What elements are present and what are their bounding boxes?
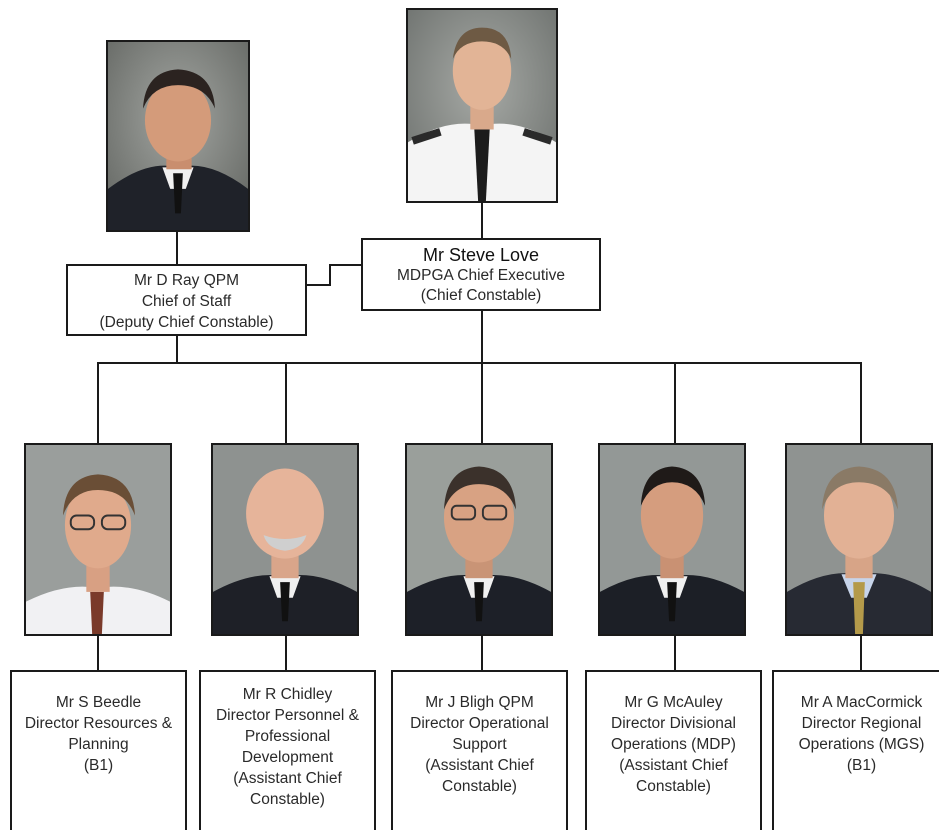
director-name: Mr R Chidley [242, 686, 333, 703]
portrait-director-5 [785, 443, 933, 636]
connector-photo-box-3 [481, 634, 483, 672]
chief-executive-title-line: MDPGA Chief Executive [397, 267, 565, 284]
portrait-director-2 [211, 443, 359, 636]
director-title-line: Director Operational [410, 715, 549, 732]
connector-top-deputy-v [329, 264, 331, 285]
director-title-line: (B1) [83, 757, 114, 774]
connector-top-down [481, 309, 483, 363]
connector-photo-box-1 [97, 634, 99, 672]
chief-of-staff-title-line: Chief of Staff [141, 293, 232, 310]
director-title-line: Director Resources & [24, 715, 173, 732]
portrait-chief-of-staff [106, 40, 250, 232]
connector-drop-2 [285, 362, 287, 444]
connector-drop-4 [674, 362, 676, 444]
director-title-line: Constable) [442, 778, 517, 795]
chief-of-staff-name: Mr D Ray QPM [133, 272, 240, 289]
chief-executive-box: Mr Steve Love MDPGA Chief Executive (Chi… [361, 238, 601, 311]
portrait-director-1 [24, 443, 172, 636]
connector-deputy-photo [176, 230, 178, 266]
director-title-line: Development [241, 749, 334, 766]
director-title-line: Constable) [636, 778, 711, 795]
director-title-line: Operations (MDP) [611, 736, 736, 753]
director-box-5: Mr A MacCormick Director Regional Operat… [772, 670, 939, 830]
portrait-director-3 [405, 443, 553, 636]
director-box-2: Mr R Chidley Director Personnel & Profes… [199, 670, 376, 830]
director-title-line: Professional [244, 728, 331, 745]
director-title-line: (B1) [846, 757, 877, 774]
connector-deputy-down [176, 334, 178, 363]
connector-drop-1 [97, 362, 99, 444]
director-title-line: Director Divisional [611, 715, 736, 732]
chief-of-staff-box: Mr D Ray QPM Chief of Staff (Deputy Chie… [66, 264, 307, 336]
director-name: Mr J Bligh QPM [425, 694, 534, 711]
director-title-line: (Assistant Chief [619, 757, 728, 774]
connector-drop-3 [481, 362, 483, 444]
connector-photo-box-2 [285, 634, 287, 672]
director-title-line: Support [452, 736, 507, 753]
director-title-line: Director Personnel & [215, 707, 359, 724]
portrait-director-4 [598, 443, 746, 636]
chief-executive-name: Mr Steve Love [422, 245, 540, 265]
director-box-1: Mr S Beedle Director Resources & Plannin… [10, 670, 187, 830]
director-name: Mr A MacCormick [800, 694, 923, 711]
connector-photo-box-4 [674, 634, 676, 672]
connector-drop-5 [860, 362, 862, 444]
director-name: Mr S Beedle [55, 694, 142, 711]
connector-top-photo [481, 200, 483, 239]
chief-of-staff-title-line: (Deputy Chief Constable) [99, 314, 274, 331]
director-title-line: (Assistant Chief [425, 757, 534, 774]
portrait-chief-executive [406, 8, 558, 203]
director-box-4: Mr G McAuley Director Divisional Operati… [585, 670, 762, 830]
director-title-line: Planning [68, 736, 129, 753]
connector-top-deputy-h2 [306, 284, 331, 286]
connector-photo-box-5 [860, 634, 862, 672]
director-title-line: Operations (MGS) [798, 736, 925, 753]
director-name: Mr G McAuley [624, 694, 723, 711]
director-box-3: Mr J Bligh QPM Director Operational Supp… [391, 670, 568, 830]
director-title-line: Director Regional [801, 715, 922, 732]
director-title-line: (Assistant Chief [233, 770, 342, 787]
connector-top-deputy-h1 [329, 264, 362, 266]
chief-executive-title-line: (Chief Constable) [420, 287, 542, 304]
director-title-line: Constable) [250, 791, 325, 808]
connector-bus [97, 362, 862, 364]
